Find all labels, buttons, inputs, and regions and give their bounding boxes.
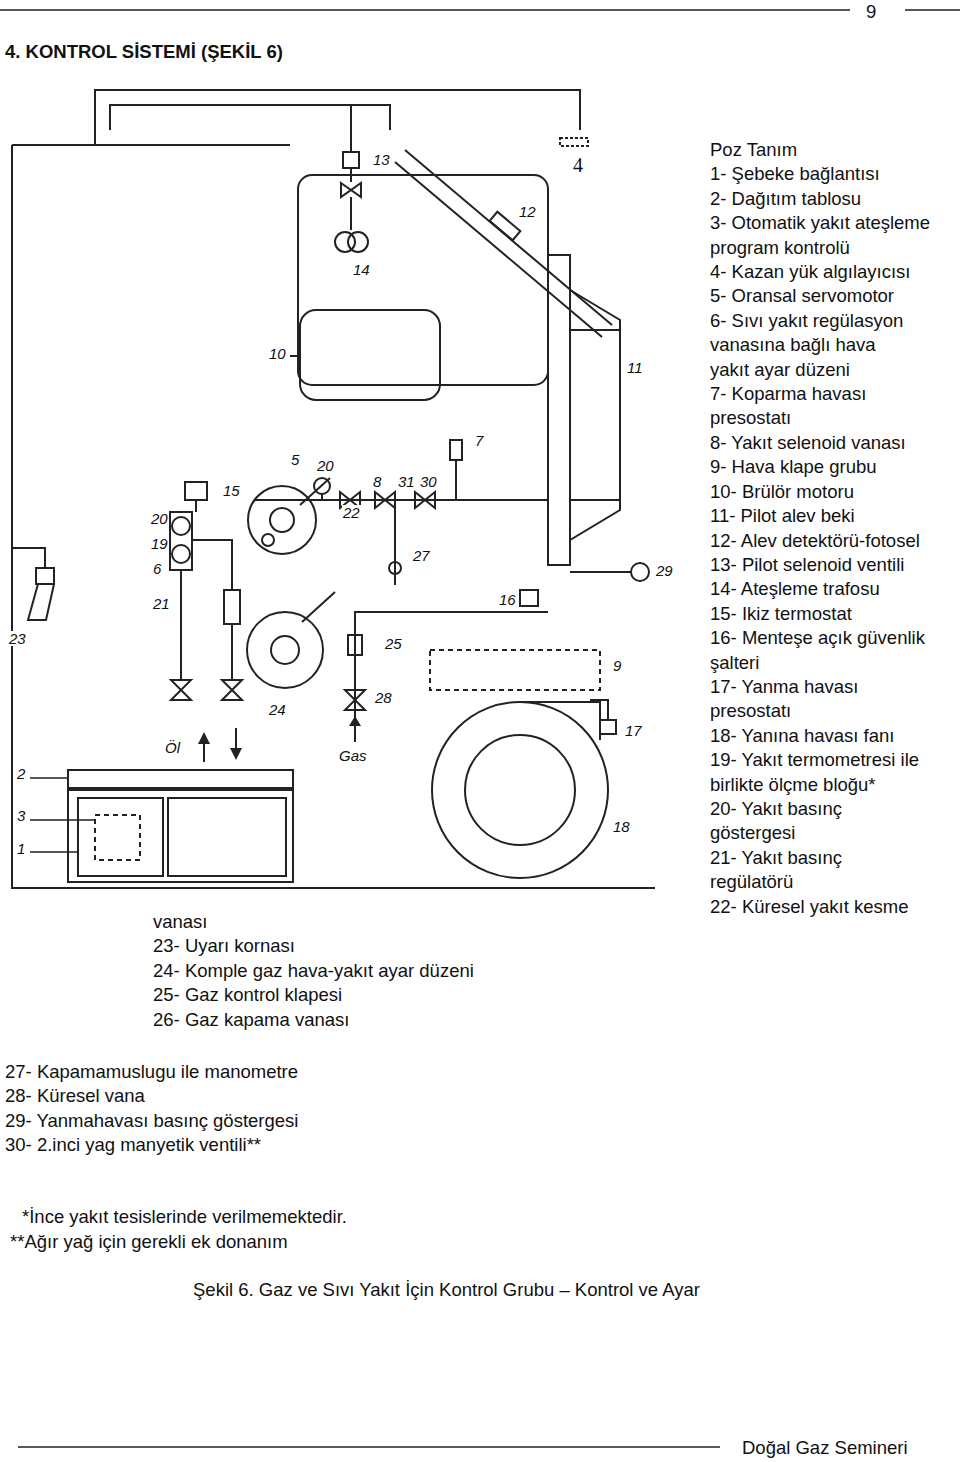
parts-list-item: 6- Sıvı yakıt regülasyon vanasına bağlı … [710, 309, 910, 382]
callout-number: 4 [572, 155, 584, 175]
callout-number: Öl [164, 740, 181, 755]
callout-number: 30 [419, 474, 438, 489]
callout-number: 7 [474, 433, 484, 448]
callout-number: Gas [338, 748, 368, 763]
callout-number: 20 [316, 458, 335, 473]
parts-list-item: 5- Oransal servomotor [710, 284, 956, 308]
parts-list-item: 23- Uyarı kornası [153, 934, 295, 958]
callout-number: 3 [16, 808, 26, 823]
callout-number: 18 [612, 819, 631, 834]
callout-number: 11 [626, 360, 644, 375]
footer-text: Doğal Gaz Semineri [742, 1436, 908, 1460]
parts-list-item: 26- Gaz kapama vanası [153, 1008, 349, 1032]
callout-number: 13 [372, 152, 391, 167]
callout-number: 8 [372, 474, 382, 489]
parts-list-item: 16- Menteşe açık güvenlik şalteri [710, 626, 956, 675]
list-heading: Poz Tanım [710, 138, 956, 162]
parts-list-item: 9- Hava klape grubu [710, 455, 956, 479]
callout-number: 23 [8, 631, 27, 646]
parts-list-item: 11- Pilot alev beki [710, 504, 956, 528]
callout-number: 24 [268, 702, 287, 717]
parts-list-item: 27- Kapamamuslugu ile manometre [5, 1060, 298, 1084]
parts-list-item: 15- Ikiz termostat [710, 602, 956, 626]
footnote: **Ağır yağ için gerekli ek donanım [10, 1230, 288, 1254]
parts-list-item: 14- Ateşleme trafosu [710, 577, 956, 601]
parts-list-item: 25- Gaz kontrol klapesi [153, 983, 342, 1007]
parts-list-item: 7- Koparma havası presostatı [710, 382, 910, 431]
parts-list-item: 28- Küresel vana [5, 1084, 145, 1108]
parts-list-item: 10- Brülör motoru [710, 480, 956, 504]
parts-list-item: 22- Küresel yakıt kesme [710, 895, 956, 919]
parts-list-item: 24- Komple gaz hava-yakıt ayar düzeni [153, 959, 474, 983]
parts-list-item: 29- Yanmahavası basınç göstergesi [5, 1109, 298, 1133]
callout-number: 25 [384, 636, 403, 651]
parts-list-item: 13- Pilot selenoid ventili [710, 553, 956, 577]
callout-number: 16 [498, 592, 517, 607]
parts-list-item: 2- Dağıtım tablosu [710, 187, 956, 211]
parts-list-item: 30- 2.inci yag manyetik ventili** [5, 1133, 261, 1157]
callout-number: 9 [612, 658, 622, 673]
parts-list-item: 19- Yakıt termometresi ile birlikte ölçm… [710, 748, 956, 797]
section-title: 4. KONTROL SİSTEMİ (ŞEKİL 6) [5, 40, 283, 64]
callout-number: 10 [268, 346, 287, 361]
parts-list-item: 17- Yanma havası presostatı [710, 675, 910, 724]
callout-number: 31 [397, 474, 416, 489]
figure-caption: Şekil 6. Gaz ve Sıvı Yakıt İçin Kontrol … [193, 1278, 700, 1302]
callout-number: 14 [352, 262, 371, 277]
callout-number: 5 [290, 452, 300, 467]
parts-list-item: 12- Alev detektörü-fotosel [710, 529, 956, 553]
parts-list: Poz Tanım1- Şebeke bağlantısı2- Dağıtım … [710, 138, 956, 919]
parts-list-item: 20- Yakıt basınç göstergesi [710, 797, 910, 846]
callout-number: 12 [518, 204, 537, 219]
parts-list-item: 4- Kazan yük algılayıcısı [710, 260, 956, 284]
parts-list-item: 1- Şebeke bağlantısı [710, 162, 956, 186]
parts-list-item: 8- Yakıt selenoid vanası [710, 431, 956, 455]
footnote: *İnce yakıt tesislerinde verilmemektedir… [22, 1205, 347, 1229]
parts-list-item: 3- Otomatik yakıt ateşleme program kontr… [710, 211, 956, 260]
callout-number: 2 [16, 766, 26, 781]
callout-number: 1 [16, 841, 26, 856]
callout-number: 19 [150, 536, 169, 551]
parts-list-item: 21- Yakıt basınç regülatörü [710, 846, 910, 895]
parts-list-item: vanası [153, 910, 208, 934]
callout-number: 27 [412, 548, 431, 563]
page-number: 9 [866, 0, 876, 24]
callout-number: 29 [655, 563, 674, 578]
parts-list-item: 18- Yanına havası fanı [710, 724, 956, 748]
callout-number: 6 [152, 561, 162, 576]
callout-number: 17 [624, 723, 643, 738]
callout-number: 15 [222, 483, 241, 498]
callout-number: 28 [374, 690, 393, 705]
callout-number: 20 [150, 511, 169, 526]
callout-number: 22 [342, 505, 361, 520]
callout-number: 21 [152, 596, 171, 611]
